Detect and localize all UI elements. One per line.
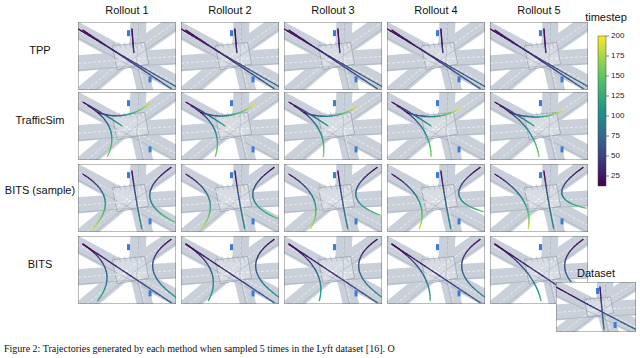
tick-label: 150 [611,71,624,80]
tick-label: 25 [611,171,620,180]
map-panel [387,92,485,160]
map-panel [284,164,382,232]
map-panel [284,22,382,90]
colorbar-title: timestep [585,11,627,24]
colorbar [598,36,606,186]
row-label: BITS [4,258,76,271]
map-panel [387,236,485,304]
map-panel [284,236,382,304]
column-header: Rollout 2 [208,4,251,17]
tick-label: 175 [611,51,624,60]
tick-label: 125 [611,91,624,100]
column-header: Rollout 1 [105,4,148,17]
map-panel [181,92,279,160]
map-panel [181,164,279,232]
row-label: TrafficSim [4,114,76,127]
map-panel [78,164,176,232]
tick-label: 100 [611,111,624,120]
map-panel [181,236,279,304]
tick-label: 75 [611,131,620,140]
map-panel [556,282,636,332]
column-header: Rollout 3 [311,4,354,17]
tick-label: 200 [611,31,624,40]
map-panel [490,22,588,90]
row-label: BITS (sample) [4,184,76,197]
tick-label: 50 [611,151,620,160]
panel-title: Dataset [577,267,615,280]
map-panel [78,22,176,90]
map-panel [387,22,485,90]
map-panel [490,92,588,160]
map-panel [387,164,485,232]
map-panel [284,92,382,160]
map-panel [78,236,176,304]
map-panel [490,164,588,232]
row-label: TPP [4,44,76,57]
map-panel [181,22,279,90]
figure-caption: Figure 2: Trajectories generated by each… [4,343,395,355]
column-header: Rollout 5 [517,4,560,17]
map-panel [78,92,176,160]
column-header: Rollout 4 [414,4,457,17]
